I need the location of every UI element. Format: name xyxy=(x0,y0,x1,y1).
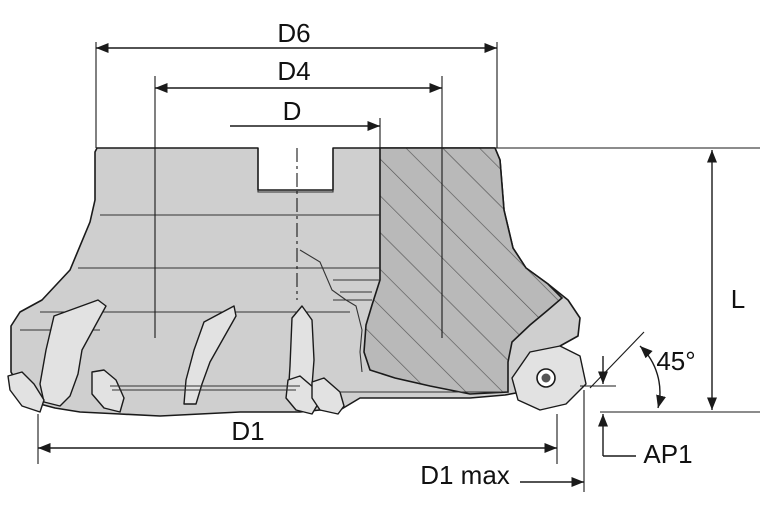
label-ap1: AP1 xyxy=(643,439,692,469)
label-d: D xyxy=(283,96,302,126)
label-d6: D6 xyxy=(277,18,310,48)
label-d1: D1 xyxy=(231,416,264,446)
insert-left xyxy=(7,371,45,413)
insert-screw-head xyxy=(541,373,551,383)
body-horizontal-lines xyxy=(20,214,380,331)
keyway-slot xyxy=(257,190,334,193)
bottom-edge-lines xyxy=(110,385,500,393)
chip-pocket-1 xyxy=(39,299,107,407)
angle-arc xyxy=(639,345,666,409)
label-d1max: D1 max xyxy=(420,460,510,490)
bore-step xyxy=(299,249,363,373)
angle-ray xyxy=(589,331,645,389)
label-l: L xyxy=(731,284,745,314)
bore-step-2 xyxy=(333,279,380,301)
label-d4: D4 xyxy=(277,56,310,86)
chip-pocket-2 xyxy=(183,305,237,405)
hatched-section xyxy=(363,147,564,395)
insert-mid xyxy=(91,369,125,413)
label-angle: 45° xyxy=(656,346,695,376)
insert-center-b xyxy=(311,377,345,415)
